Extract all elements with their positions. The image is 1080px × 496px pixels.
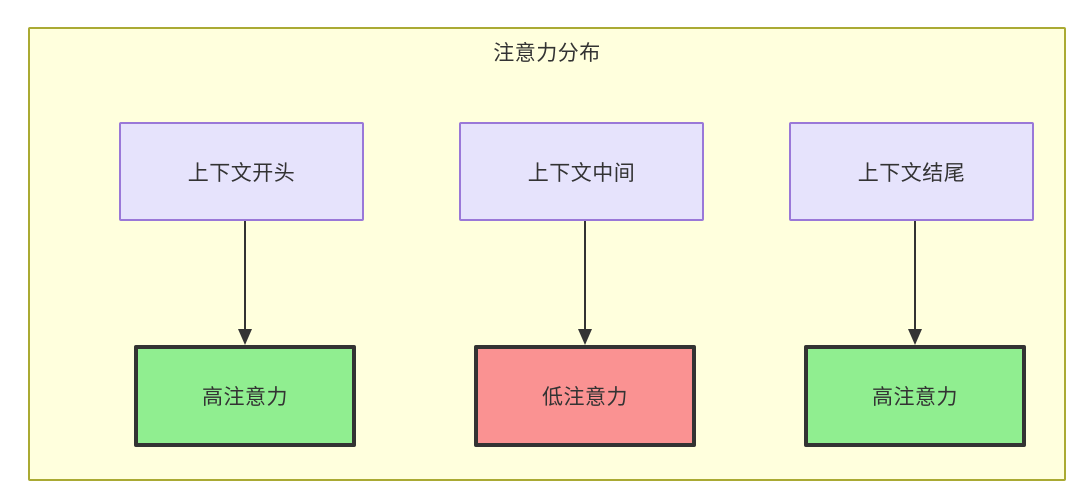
arrow-end-to-high-attention	[908, 221, 922, 345]
node-context-start[interactable]: 上下文开头	[119, 122, 364, 221]
node-attention-start[interactable]: 高注意力	[134, 345, 356, 447]
attention-distribution-subgraph: 注意力分布 上下文开头 上下文中间 上下文结尾 高注意力 低注意力 高注意力	[28, 27, 1066, 481]
node-attention-middle[interactable]: 低注意力	[474, 345, 696, 447]
arrow-start-to-high-attention	[238, 221, 252, 345]
node-context-middle[interactable]: 上下文中间	[459, 122, 704, 221]
subgraph-title: 注意力分布	[493, 42, 601, 65]
node-context-end[interactable]: 上下文结尾	[789, 122, 1034, 221]
node-attention-end[interactable]: 高注意力	[804, 345, 1026, 447]
arrow-middle-to-low-attention	[578, 221, 592, 345]
